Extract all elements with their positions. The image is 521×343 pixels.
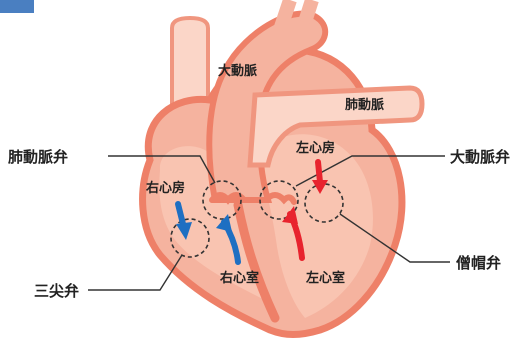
label-aorta: 大動脈: [218, 63, 257, 79]
callout-pulmonary-valve: 肺動脈弁: [8, 148, 68, 166]
callout-tricuspid-valve: 三尖弁: [34, 282, 79, 300]
label-left-ventricle: 左心室: [306, 270, 345, 286]
label-right-ventricle: 右心室: [219, 270, 259, 286]
pulmonary-valve-flaps: [212, 195, 244, 200]
corner-tab: [0, 0, 34, 13]
callout-mitral-valve: 僧帽弁: [456, 254, 501, 272]
label-left-atrium: 左心房: [296, 140, 335, 156]
callout-aortic-valve: 大動脈弁: [450, 148, 510, 166]
label-right-atrium: 右心房: [145, 180, 185, 196]
label-pulmonary-artery: 肺動脈: [345, 97, 384, 113]
